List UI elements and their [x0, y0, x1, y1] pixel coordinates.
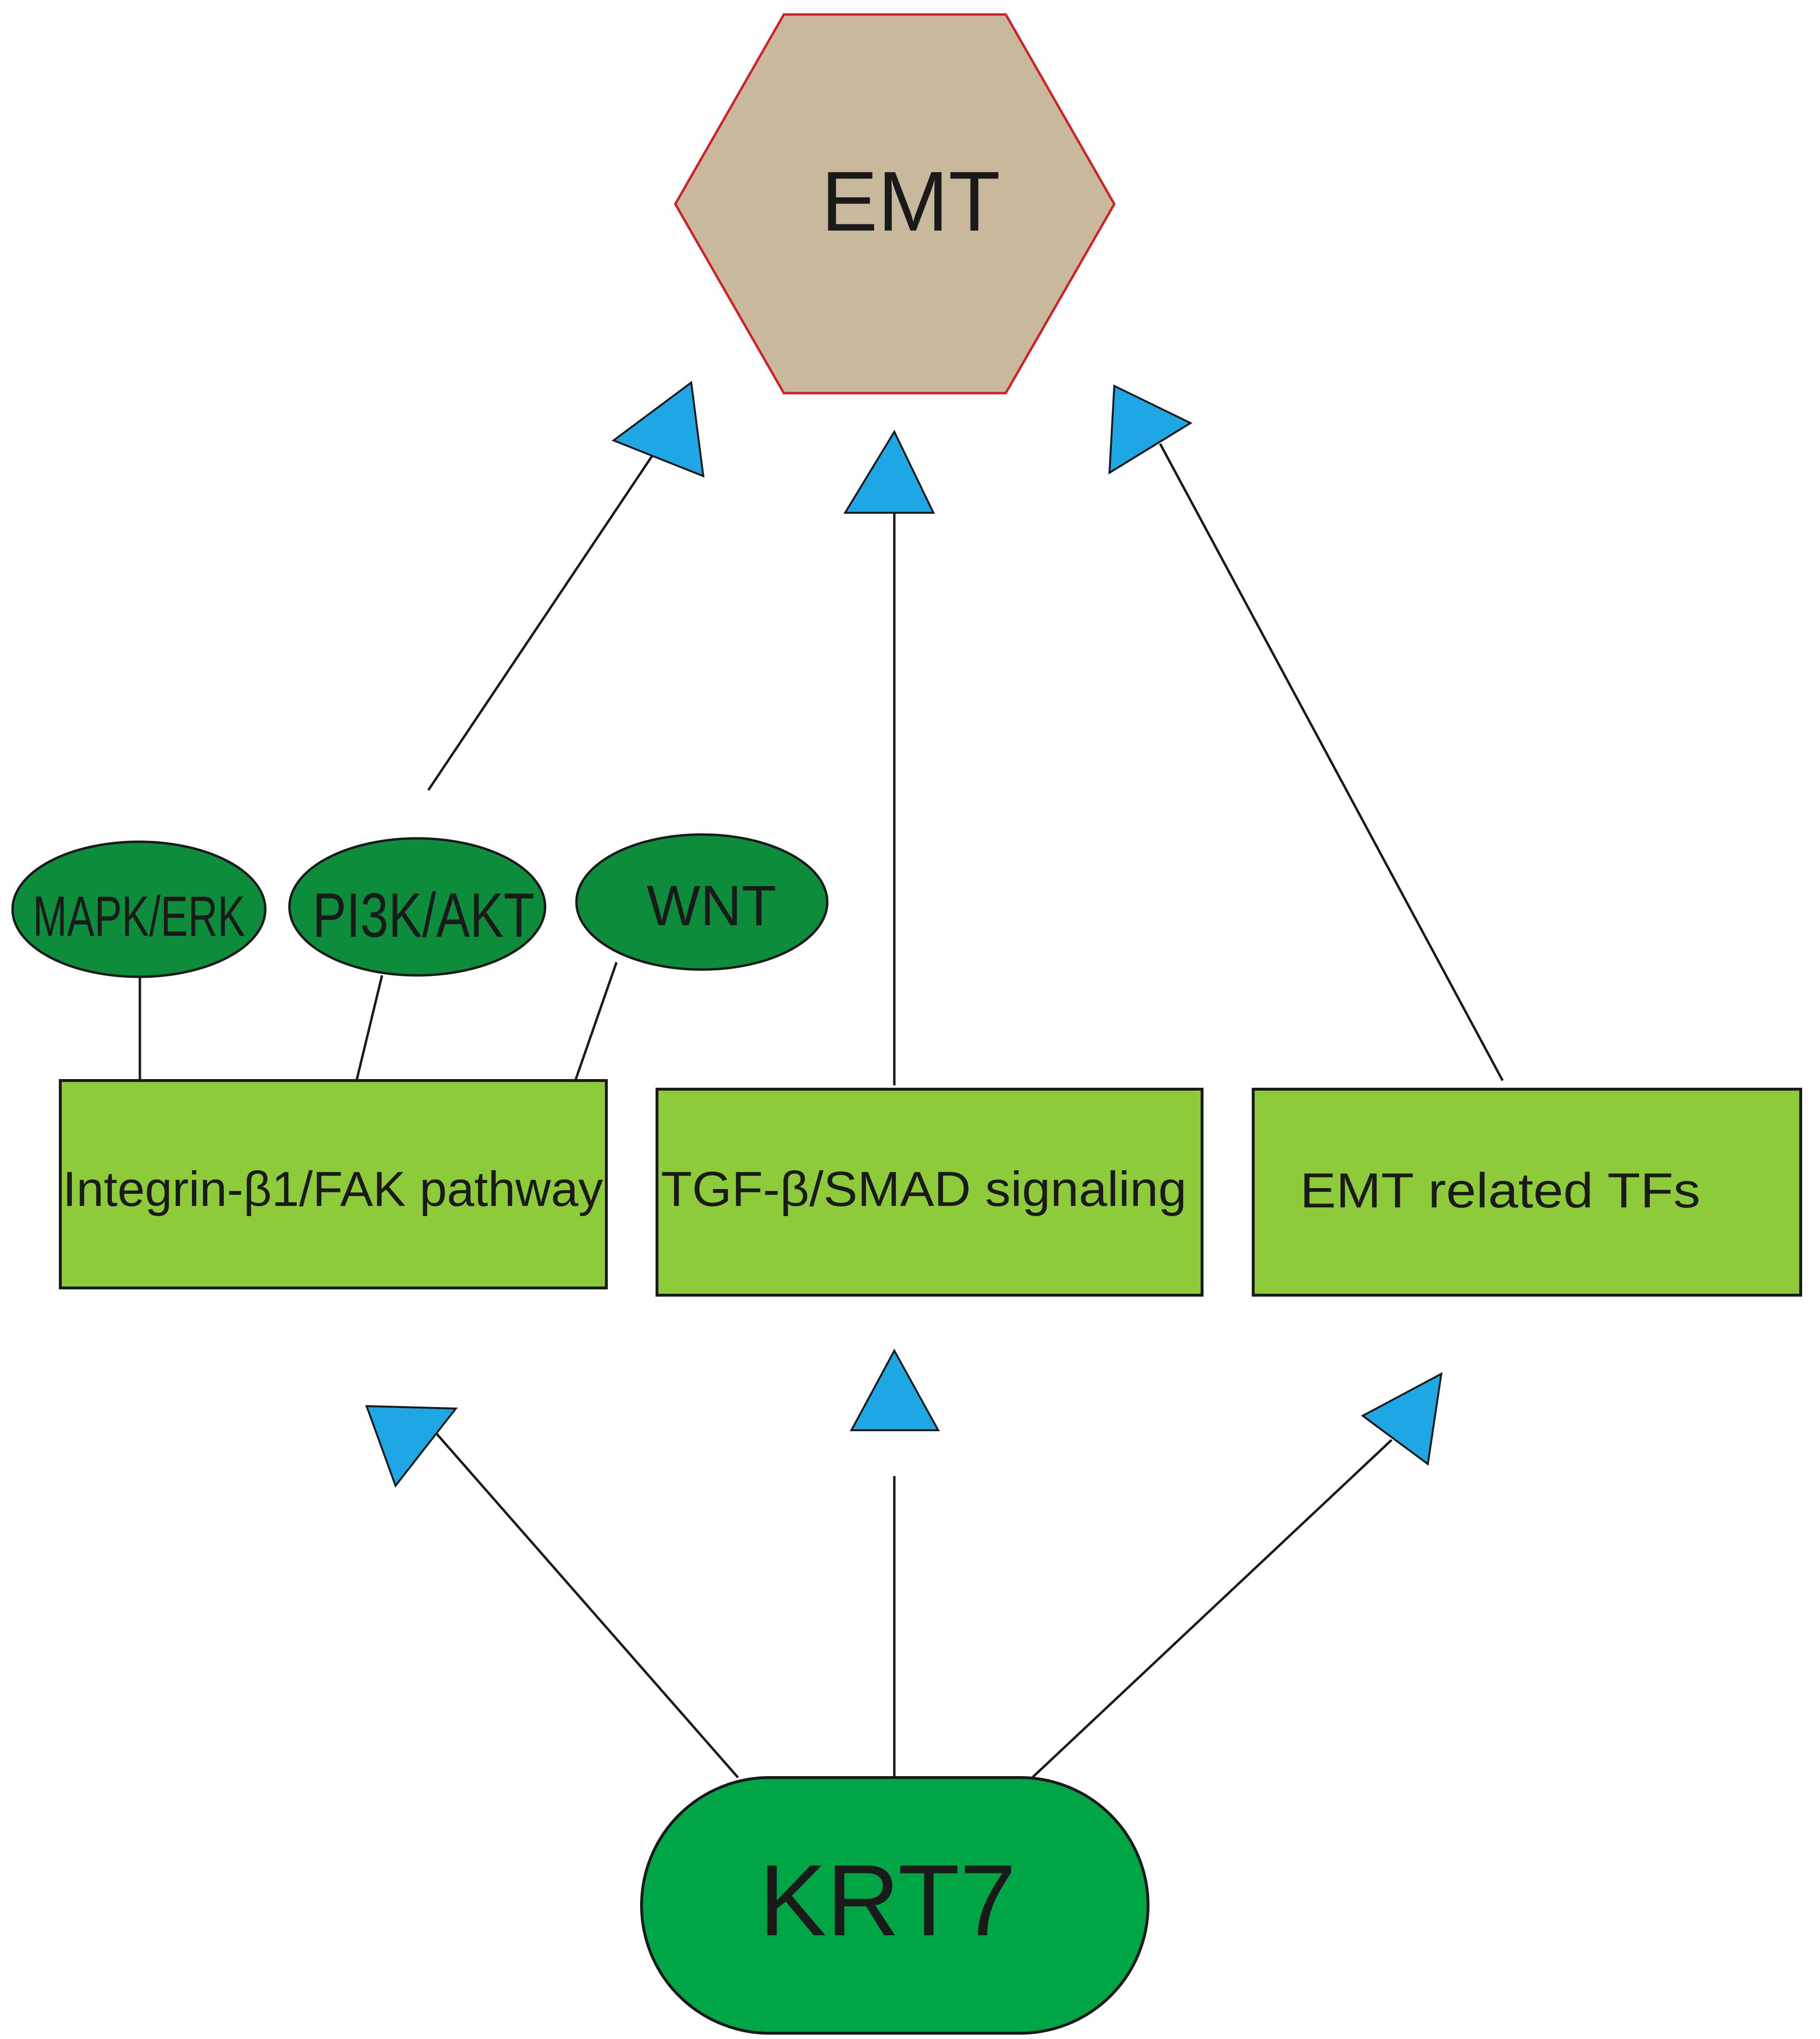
- node-pi3k-akt: PI3K/AKT: [288, 837, 547, 977]
- pi3k-akt-label: PI3K/AKT: [313, 880, 534, 950]
- arrowhead-to-tgf: [849, 1348, 940, 1431]
- arrowhead-to-emt-tfs: [1361, 1372, 1443, 1466]
- mapk-erk-ellipse: [11, 840, 267, 978]
- arrowhead-tgf-to-emt: [843, 429, 935, 514]
- wnt-ellipse: [575, 833, 829, 971]
- node-mapk-erk: MAPK/ERK: [11, 840, 267, 978]
- wnt-label: WNT: [647, 874, 777, 938]
- node-emt: EMT: [674, 13, 1116, 395]
- tgf-label: TGF-β/SMAD signaling: [661, 1162, 1187, 1217]
- pi3k-akt-ellipse: [288, 837, 547, 977]
- arrowhead-integrin-to-emt: [611, 381, 705, 478]
- emt-tfs-label: EMT related TFs: [1300, 1163, 1700, 1218]
- node-emt-tfs: EMT related TFs: [1252, 1088, 1802, 1297]
- arrowheads: [365, 381, 1443, 1488]
- integrin-label: Integrin-β1/FAK pathway: [63, 1162, 603, 1217]
- tgf-box: [656, 1088, 1204, 1297]
- edge-integrin-to-emt: [427, 455, 654, 791]
- emt-hexagon: [674, 13, 1116, 395]
- node-tgf: TGF-β/SMAD signaling: [656, 1088, 1204, 1297]
- edge-krt7-to-emt-tfs: [1031, 1439, 1393, 1779]
- node-integrin: Integrin-β1/FAK pathway: [59, 1079, 608, 1289]
- edge-pi3k-akt-to-integrin: [355, 975, 383, 1083]
- edge-emt-tfs-to-emt: [1159, 443, 1504, 1081]
- edge-wnt-to-integrin: [573, 962, 618, 1085]
- node-wnt: WNT: [575, 833, 829, 971]
- edge-krt7-to-integrin: [428, 1424, 739, 1779]
- emt-label: EMT: [821, 154, 1000, 249]
- mapk-erk-label: MAPK/ERK: [33, 885, 245, 948]
- node-krt7: KRT7: [640, 1776, 1149, 2035]
- arrowhead-emt-tfs-to-emt: [1108, 384, 1193, 475]
- krt7-label: KRT7: [759, 1844, 1016, 1957]
- connector-lines: [138, 443, 1504, 1794]
- arrowhead-to-integrin: [365, 1405, 458, 1488]
- krt7-shape: [640, 1776, 1149, 2035]
- emt-tfs-box: [1252, 1088, 1802, 1297]
- integrin-box: [59, 1079, 608, 1289]
